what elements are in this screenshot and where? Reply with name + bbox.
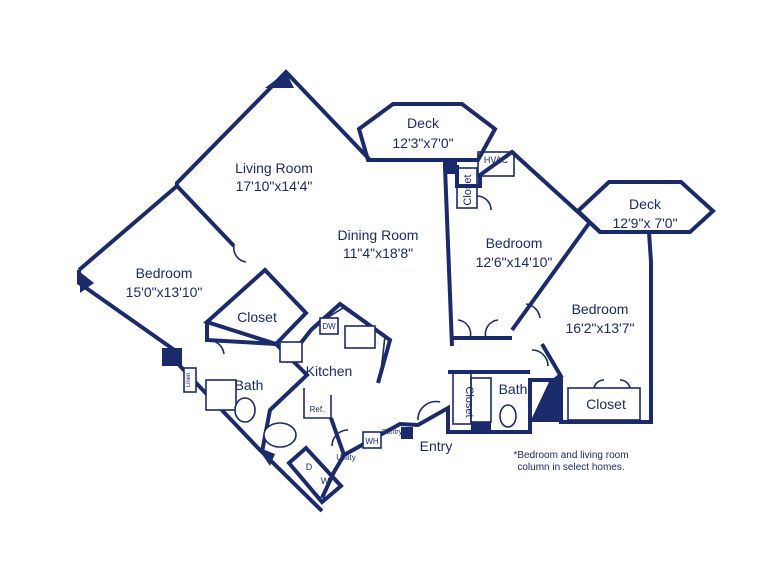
utility-wall [329,417,346,456]
bedroom-2-left-wall [443,166,454,347]
deck-1-dims: 12'3"x7'0" [392,135,453,151]
washer-label: W [321,476,330,486]
bedroom-2-dims: 12'6"x14'10" [476,254,553,270]
dining-room-dims: 11"4"x18'8" [343,245,413,261]
utility-door [331,429,349,447]
kitchen-sink [344,325,376,349]
dishwasher-box [319,317,339,335]
living-room-dims: 17'10"x14'4" [236,178,313,194]
bedroom-2-label: Bedroom [486,235,543,251]
bedroom-1-label: Bedroom [136,265,193,281]
bedroom-2-closet-doors [457,319,499,339]
closet-2-box [456,167,478,209]
bath-1-door [206,339,225,355]
dining-room-label: Dining Room [338,227,419,243]
note-line-1: *Bedroom and living room [513,450,628,461]
deck-2-label: Deck [629,196,662,212]
kitchen-counter-outline [289,307,386,381]
living-room-column [265,72,294,88]
bath-1-column [257,447,275,466]
closet-3-label: Closet [463,386,475,417]
entry-column [401,427,413,439]
entry-door [417,400,441,421]
bedroom-1-column [80,272,94,293]
ref-box [303,388,332,419]
left-outer-wall [77,270,324,513]
bedroom-1-door [233,245,247,263]
wh-label: WH [365,437,379,446]
linen-label: Linen [186,373,192,388]
closet-4-doors [593,379,631,389]
deck-2-dims: 12'9"x 7'0" [612,215,677,231]
hvac-box [477,151,515,177]
closet-4-label: Closet [586,396,626,412]
utility-label: Utility [336,453,356,462]
toilet-1 [234,397,256,423]
linen-box [183,367,197,393]
water-heater-box [362,431,382,449]
closet-2-label: Closet [462,174,474,205]
entry-label: Entry [420,438,453,454]
sink-1 [205,379,237,411]
bedroom-2-diagonal-wall [510,220,592,332]
bath-2-label: Bath [499,381,528,397]
bedroom-3-dims: 16'2"x13'7" [565,320,634,336]
closet-1-label: Closet [237,309,277,325]
living-room-label: Living Room [235,160,313,176]
range [279,341,303,363]
toilet-2 [499,404,517,428]
deck-1-outline [356,102,498,162]
bedroom-wall [175,184,236,248]
closet-1-walls [203,267,309,347]
bedroom-3-label: Bedroom [572,301,629,317]
ref-label: Ref. [310,405,325,414]
hvac-label: HVAC [484,155,509,165]
closet-4-box [567,387,641,421]
note-line-2: column in select homes. [517,462,624,473]
kitchen-label: Kitchen [306,363,353,379]
bedroom-2-door [525,303,541,319]
tub-1 [263,422,297,448]
bedroom-3-wall [540,342,564,380]
bath-2-shelf [471,422,491,432]
laundry-walls [286,445,344,505]
dw-label: DW [322,322,336,331]
bath-1-label: Bath [235,377,264,393]
pantry-label: Pantry [382,429,403,436]
column-marker [445,162,457,174]
bedroom-1-column-2 [162,348,182,366]
bath-2-column [530,372,561,422]
bedroom-3-door [531,349,549,367]
dryer-label: D [306,462,313,472]
deck-1-label: Deck [407,115,440,131]
closet-2-door [476,195,492,211]
kitchen-walls [284,301,393,384]
deck-2-outline [575,180,716,234]
bedroom-1-dims: 15'0"x13'10" [126,284,203,300]
